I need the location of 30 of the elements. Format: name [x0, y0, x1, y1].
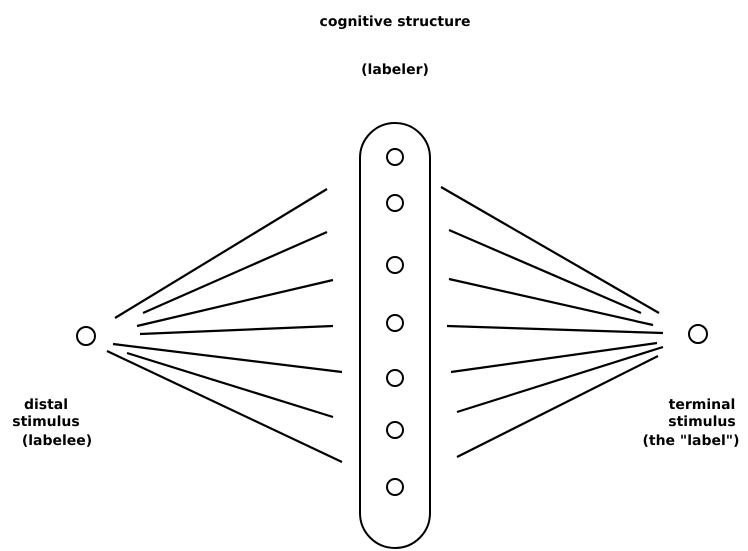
connector-line [140, 324, 334, 336]
node-circle [386, 314, 404, 332]
connector-line [126, 352, 334, 418]
node-subcaption: (the "label") [642, 433, 740, 450]
node-circle [386, 420, 404, 438]
connector-line [136, 278, 334, 328]
connector-line [456, 346, 664, 414]
connector-line [142, 231, 328, 314]
rounded-container [359, 122, 431, 549]
node-subcaption: (labelee) [20, 433, 94, 450]
connector-line [450, 342, 658, 374]
connector-line [114, 188, 328, 319]
subtitle-label: (labeler) [361, 62, 429, 79]
connector-line [112, 342, 342, 374]
node-circle [386, 368, 404, 386]
connector-line [440, 186, 660, 314]
node-circle [386, 194, 404, 212]
connector-line [448, 229, 642, 314]
node-circle [386, 256, 404, 274]
connector-line [456, 355, 658, 458]
node-circle [76, 326, 96, 346]
node-caption: distal stimulus [11, 397, 81, 431]
node-caption: terminal stimulus [667, 397, 737, 431]
connector-line [106, 350, 342, 463]
connector-line [446, 324, 664, 334]
node-circle [386, 148, 404, 166]
diagram-title: cognitive structure [320, 14, 470, 31]
node-circle [688, 324, 708, 344]
connector-line [448, 278, 654, 326]
node-circle [386, 478, 404, 496]
